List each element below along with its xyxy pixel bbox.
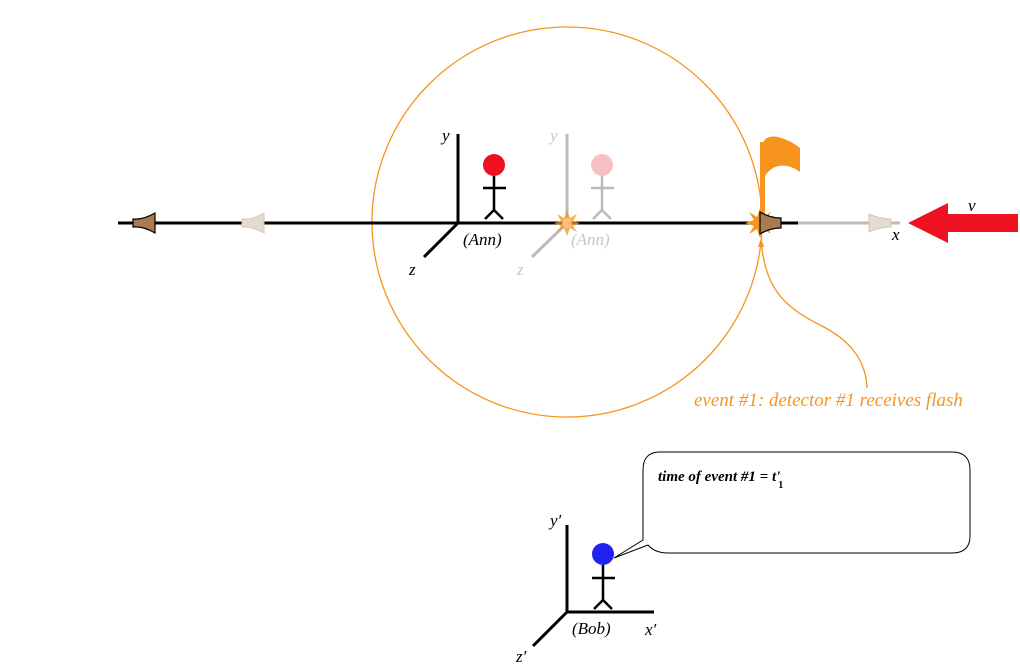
ann-ghost-label: (Ann) bbox=[571, 230, 610, 249]
bob-x-label: x′ bbox=[644, 620, 657, 639]
event-callout-line bbox=[760, 239, 868, 389]
bubble-subscript: 1 bbox=[778, 480, 783, 491]
speech-bubble bbox=[613, 451, 971, 559]
detector-left-icon bbox=[132, 211, 156, 235]
ann-y-label: y bbox=[440, 126, 450, 145]
flag-icon bbox=[760, 136, 800, 222]
x-axis-label: x bbox=[891, 225, 900, 244]
ann-label: (Ann) bbox=[463, 230, 502, 249]
detector-right-ghost-icon bbox=[868, 213, 892, 233]
ann-ghost-head bbox=[591, 154, 613, 176]
ann-z-label: z bbox=[408, 260, 416, 279]
ghost-z-label: z bbox=[516, 260, 524, 279]
ann-z-axis bbox=[422, 221, 460, 259]
bob-frame: y′ z′ x′ (Bob) bbox=[515, 511, 657, 666]
bubble-prime: ' bbox=[776, 469, 780, 485]
flash-emission-burst-icon bbox=[554, 210, 580, 236]
bob-y-label: y′ bbox=[548, 511, 562, 530]
bob-z-axis bbox=[531, 610, 569, 648]
event-callout-arrowhead bbox=[758, 238, 764, 247]
ann-frame: y z (Ann) x bbox=[408, 126, 900, 279]
event-caption: event #1: detector #1 receives flash bbox=[694, 390, 963, 411]
bob-figure bbox=[592, 543, 615, 610]
ann-figure bbox=[483, 154, 506, 220]
bubble-prefix: time of event #1 = bbox=[658, 469, 772, 485]
ann-ghost-figure bbox=[591, 154, 614, 220]
ann-head bbox=[483, 154, 505, 176]
speech-bubble-text: time of event #1 = t'1 bbox=[658, 469, 783, 491]
bob-label: (Bob) bbox=[572, 619, 611, 638]
detector-left-ghost-icon bbox=[241, 212, 265, 234]
ann-frame-ghost: y z (Ann) bbox=[516, 126, 614, 279]
velocity-label: v bbox=[968, 196, 976, 215]
detector-right-icon bbox=[759, 210, 782, 236]
left-arrow-icon bbox=[908, 203, 1018, 243]
bob-head bbox=[592, 543, 614, 565]
bob-z-label: z′ bbox=[515, 647, 527, 666]
bubble-symbol: t bbox=[772, 469, 777, 485]
ghost-y-label: y bbox=[548, 126, 558, 145]
